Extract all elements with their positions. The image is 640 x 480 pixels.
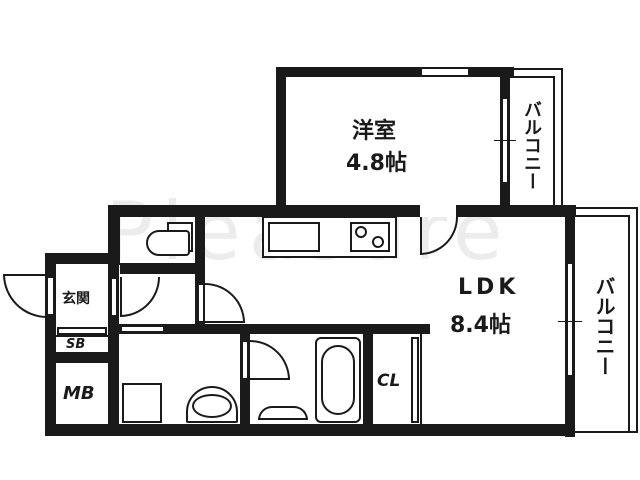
entrance-door[interactable] [3,274,47,318]
entrance-door-frame [46,276,55,316]
door-opening [420,205,456,217]
door-mark [558,321,582,322]
gas-stove [350,222,390,252]
wall [276,67,514,77]
wash-basin-bowl [192,394,232,418]
bathtub-inner [321,345,355,415]
balcony-sliding-door[interactable] [566,262,574,377]
wall [108,205,576,217]
ldk-size: 8.4帖 [450,313,511,338]
entrance-label: 玄関 [62,291,90,307]
balcony-right-rail [572,215,630,433]
door-mark [494,140,516,141]
shoe-box-shelf [57,327,107,335]
wall [276,67,286,213]
wall [56,335,108,337]
balcony-top-label: バルコニー [521,100,542,190]
burner-icon [355,226,367,238]
wall [108,205,120,265]
window [420,67,470,77]
wall [195,205,205,325]
wall [45,352,115,363]
hall-door[interactable] [205,283,245,323]
western-room-name: 洋室 [352,119,397,144]
ldk-name: LDK [458,275,520,300]
closet-door[interactable] [411,337,419,423]
bath-sink [258,406,308,420]
wall [108,253,119,436]
wall [110,324,430,334]
shoe-box-label: SB [66,337,86,352]
toilet-door-frame [110,277,118,317]
burner-icon [372,236,384,248]
meter-box-label: MB [63,383,95,404]
hall-opening [120,325,165,333]
balcony-right-label: バルコニー [592,276,616,376]
closet-label: CL [377,371,401,391]
wall [120,263,200,274]
toilet-door[interactable] [120,277,160,317]
bath-door-frame [241,340,249,380]
kitchen-sink [268,222,320,252]
toilet-bowl [146,230,190,256]
wall [363,324,373,434]
western-room-size: 4.8帖 [346,151,407,176]
washing-machine [122,383,162,423]
bath-door[interactable] [250,340,290,380]
wall [420,324,422,424]
wall [45,253,56,436]
hall-door-frame [197,283,205,323]
wall [45,253,120,264]
wall [45,424,575,436]
